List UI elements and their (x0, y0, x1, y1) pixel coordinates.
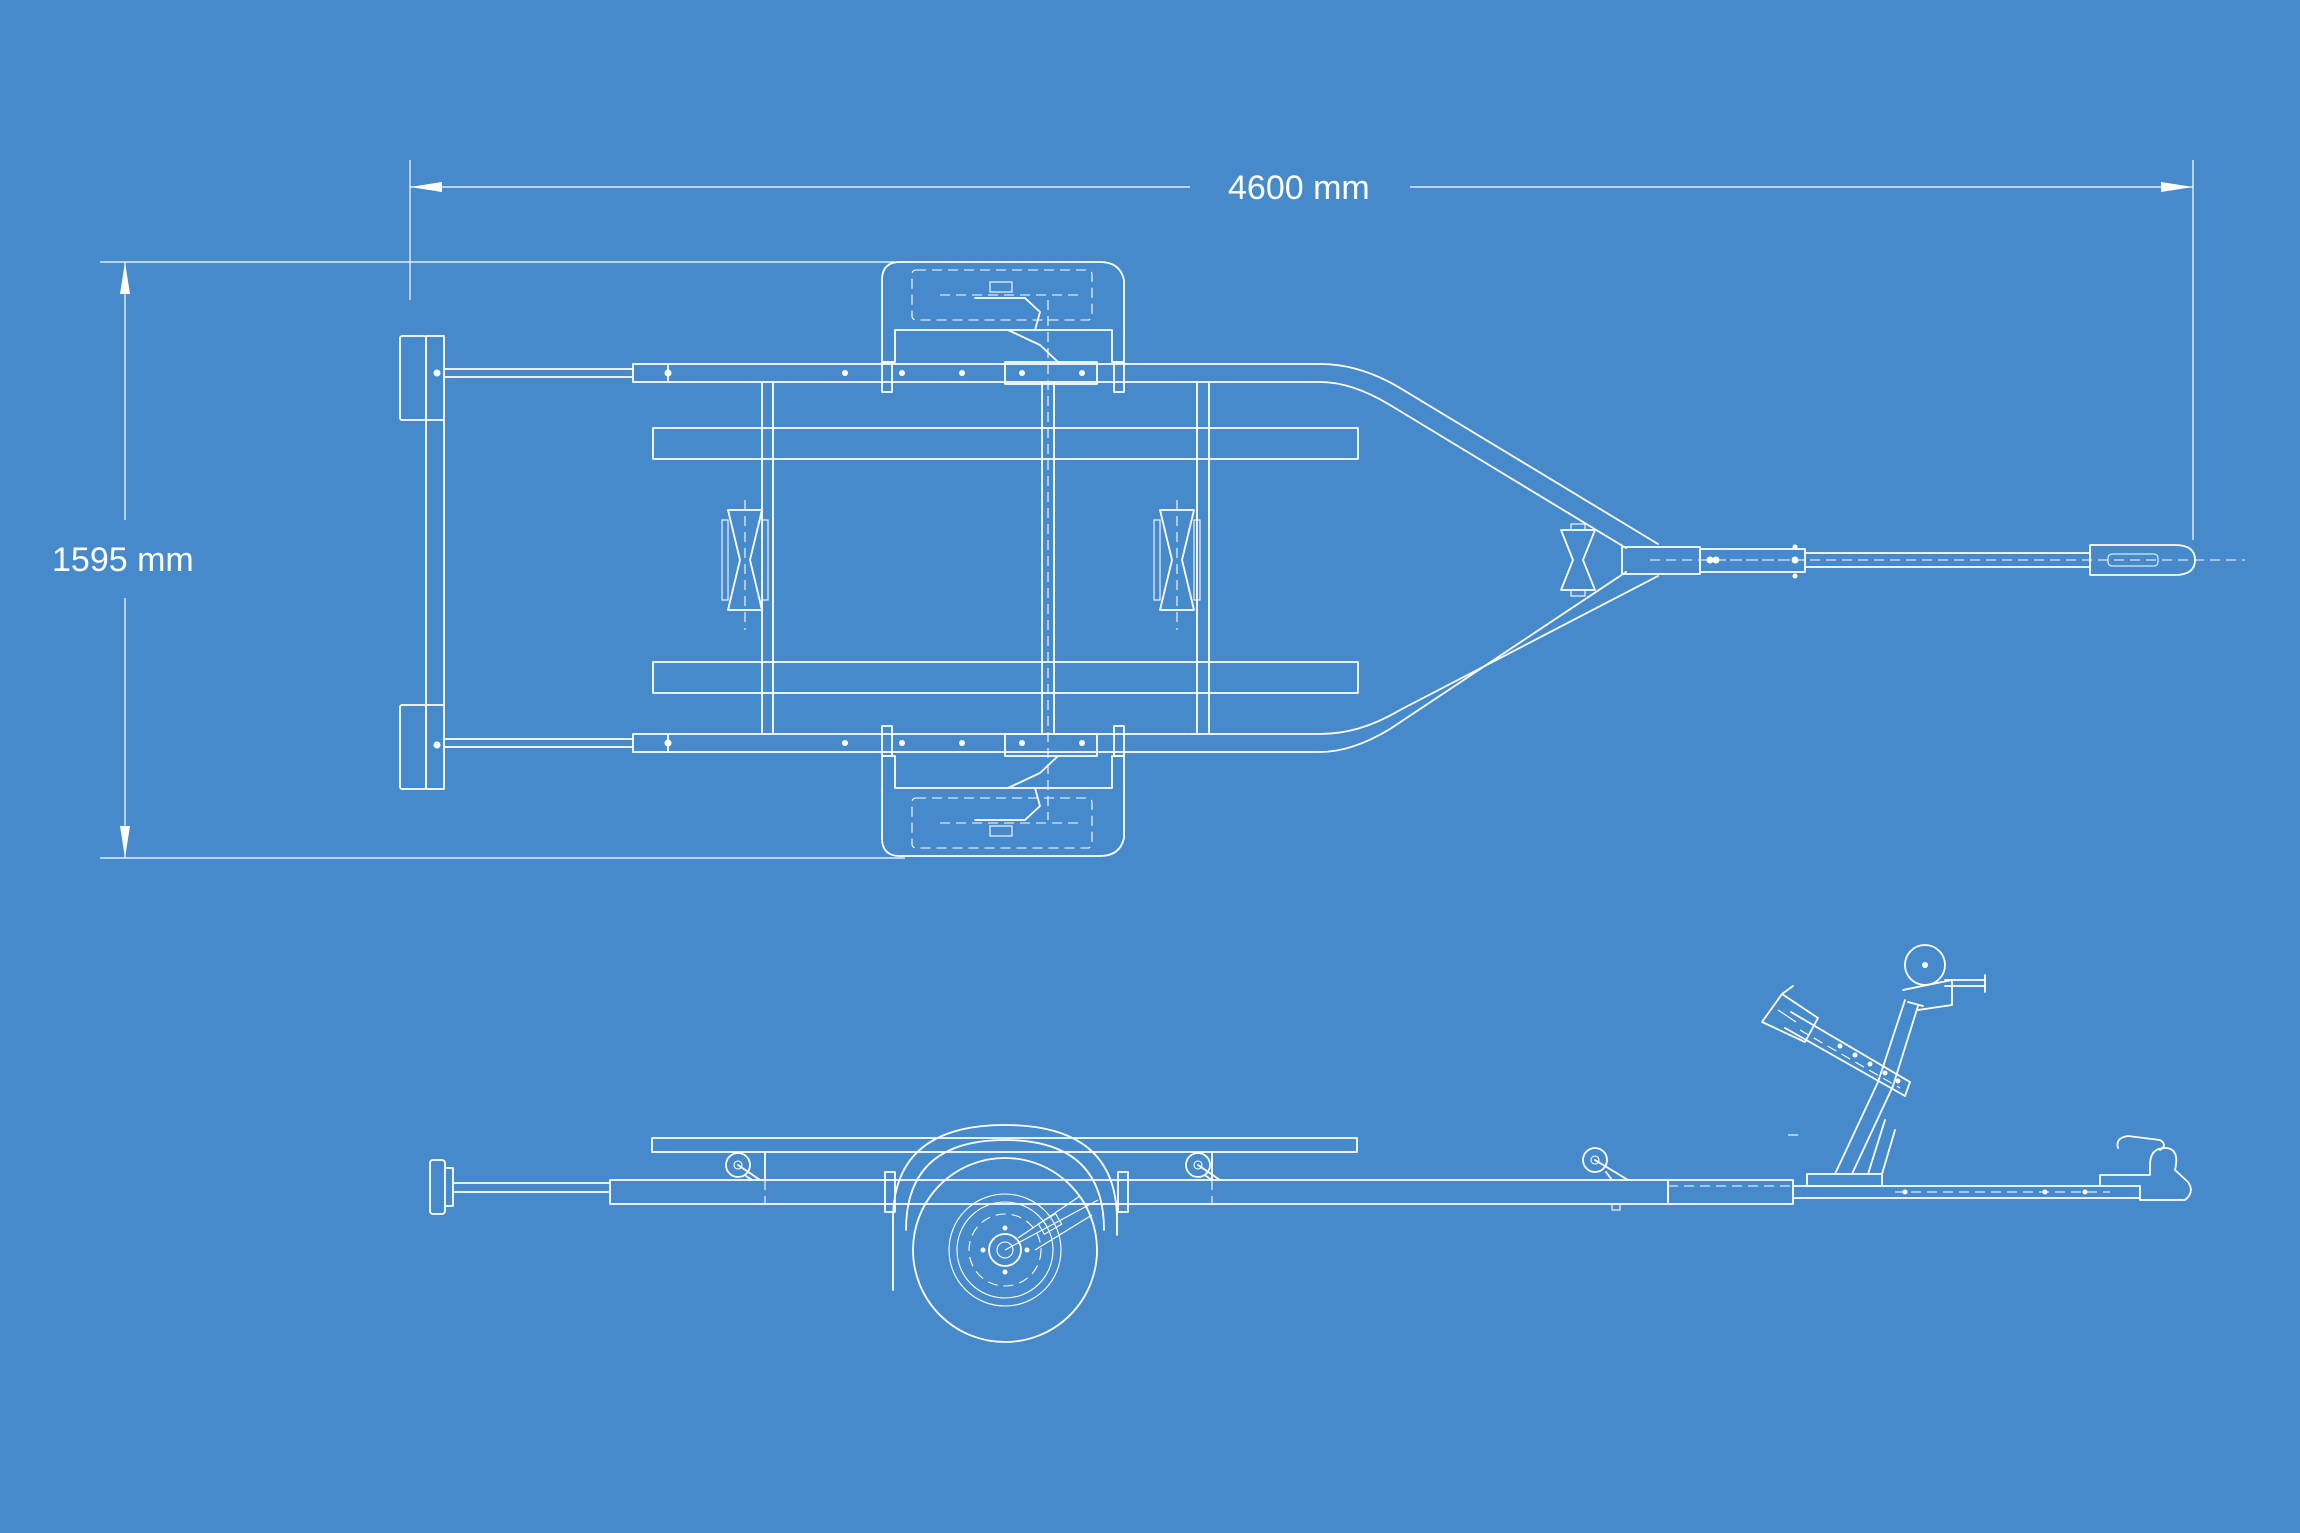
top-view (399, 261, 2245, 857)
wheel-side (912, 1157, 1099, 1343)
dimension-width (100, 261, 905, 859)
coupling-top (2089, 544, 2196, 576)
rear-light-bar (399, 335, 445, 790)
rear-light-side (429, 1159, 611, 1215)
bunk-boards (652, 427, 1359, 694)
cross-members (761, 300, 1210, 820)
keel-roller-rear (721, 500, 769, 630)
keel-rollers (721, 500, 1596, 630)
keel-roller-front (1153, 500, 1201, 630)
drawbar-top (1621, 544, 2245, 579)
rollers-side (725, 1147, 1629, 1181)
main-beam-side (609, 1179, 2141, 1211)
length-dimension-label: 4600 mm (1228, 169, 1370, 207)
width-dimension-label: 1595 mm (52, 541, 194, 579)
fender-side (884, 1124, 1129, 1291)
keel-roller-bow (1560, 523, 1596, 597)
dimension-length (409, 160, 2194, 540)
bunk-board-side (651, 1137, 1358, 1205)
fender-top (881, 261, 1125, 393)
rear-extension-tubes (443, 368, 634, 748)
side-view (429, 944, 2192, 1343)
main-frame (632, 363, 1714, 753)
coupling-side (2099, 1135, 2192, 1201)
fender-bottom (881, 725, 1125, 857)
winch-post-side (1761, 944, 1986, 1187)
